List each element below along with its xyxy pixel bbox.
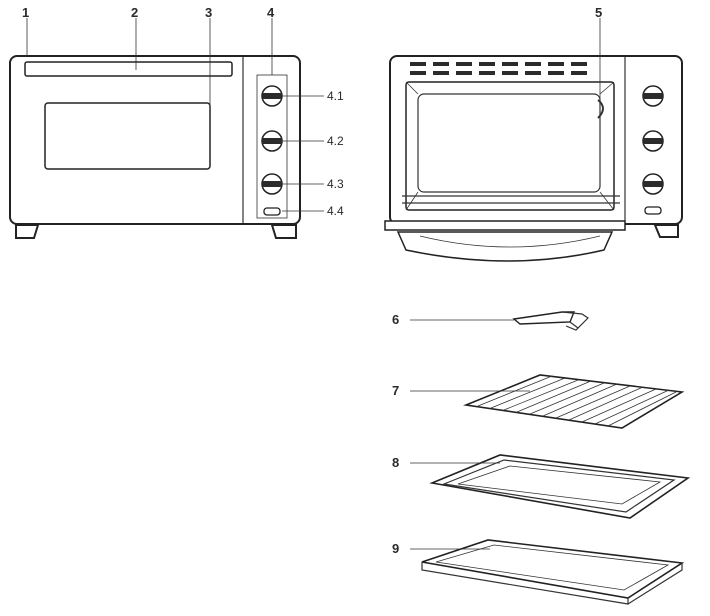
label-5: 5 [595,5,602,20]
label-4-1: 4.1 [327,89,344,103]
crumb-tray-9 [421,539,685,605]
knob-4-1 [261,85,283,107]
oven-closed [9,55,301,239]
open-knob-2 [642,130,664,152]
oven-cavity-back [417,93,601,193]
oven-open [384,55,683,262]
open-knob-3 [642,173,664,195]
knob-4-3 [261,173,283,195]
open-knob-1 [642,85,664,107]
label-6: 6 [392,312,399,327]
door-window [44,102,211,170]
label-4: 4 [267,5,275,20]
oven-foot-left [15,224,40,239]
label-3: 3 [205,5,212,20]
indicator-light-4-4 [263,207,281,216]
oven-cavity-outer [405,81,615,211]
open-oven-foot-right [653,224,679,238]
label-7: 7 [392,383,399,398]
open-door-top [384,220,626,231]
tray-handle-6 [512,311,589,331]
label-1: 1 [22,5,29,20]
oven-foot-right [270,224,297,239]
oven-light [597,99,604,119]
open-indicator-light [644,206,662,215]
label-2: 2 [131,5,138,20]
door-handle [24,61,233,77]
label-4-4: 4.4 [327,204,344,218]
open-door-glass [396,231,614,262]
label-8: 8 [392,455,399,470]
label-4-3: 4.3 [327,177,344,191]
label-9: 9 [392,541,399,556]
label-4-2: 4.2 [327,134,344,148]
wire-rack-7 [462,374,685,429]
baking-tray-8 [429,454,691,519]
top-vents [410,62,587,75]
